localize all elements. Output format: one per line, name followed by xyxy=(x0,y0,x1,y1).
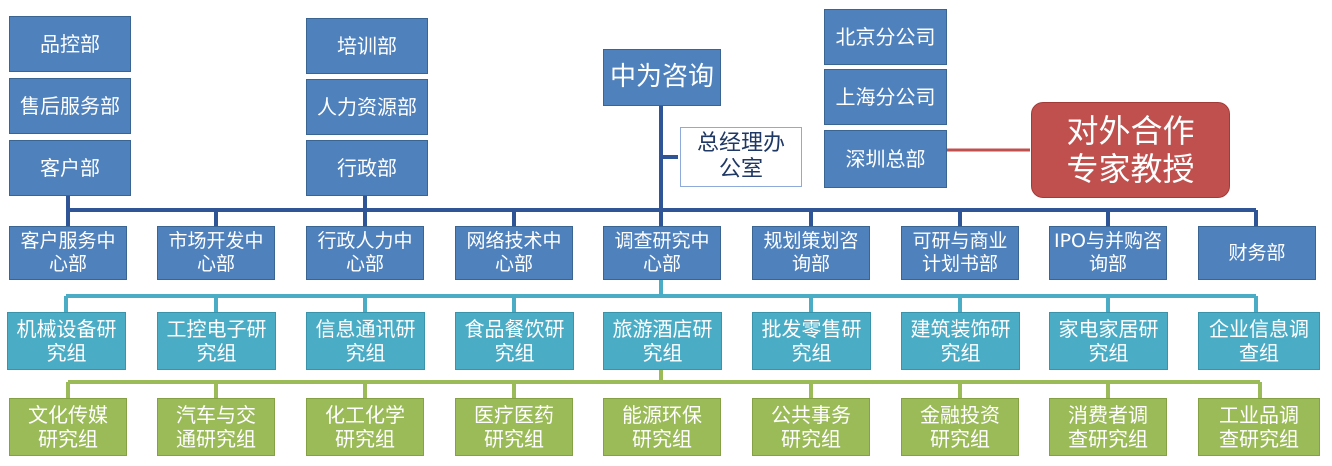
group-industrial-electronics: 工控电子研 究组 xyxy=(157,312,276,370)
group-medical: 医疗医药 研究组 xyxy=(455,398,573,456)
center-finance: 财务部 xyxy=(1198,226,1316,280)
company-root: 中为咨询 xyxy=(603,49,721,106)
dept-admin: 行政部 xyxy=(306,140,428,196)
group-finance-invest: 金融投资 研究组 xyxy=(901,398,1019,456)
group-retail: 批发零售研 究组 xyxy=(752,312,871,370)
group-tourism: 旅游酒店研 究组 xyxy=(603,312,722,370)
group-energy: 能源环保 研究组 xyxy=(603,398,721,456)
dept-training: 培训部 xyxy=(306,18,428,74)
center-feasibility: 可研与商业 计划书部 xyxy=(901,226,1019,280)
center-market-dev: 市场开发中 心部 xyxy=(157,226,275,280)
group-media: 文化传媒 研究组 xyxy=(9,398,127,456)
group-industrial-products: 工业品调 查研究组 xyxy=(1198,398,1320,456)
dept-hr: 人力资源部 xyxy=(306,79,428,135)
group-public-affairs: 公共事务 研究组 xyxy=(752,398,870,456)
center-admin-hr: 行政人力中 心部 xyxy=(306,226,424,280)
center-customer-service: 客户服务中 心部 xyxy=(9,226,127,280)
dept-quality: 品控部 xyxy=(9,16,131,72)
group-auto-transport: 汽车与交 通研究组 xyxy=(157,398,275,456)
group-construction: 建筑装饰研 究组 xyxy=(901,312,1020,370)
group-machinery: 机械设备研 究组 xyxy=(7,312,126,370)
group-consumer: 消费者调 查研究组 xyxy=(1049,398,1167,456)
group-chemical: 化工化学 研究组 xyxy=(306,398,424,456)
center-network-tech: 网络技术中 心部 xyxy=(455,226,573,280)
branch-beijing: 北京分公司 xyxy=(824,9,947,65)
group-food: 食品餐饮研 究组 xyxy=(455,312,574,370)
dept-after-sales: 售后服务部 xyxy=(9,78,131,134)
group-home-appliance: 家电家居研 究组 xyxy=(1049,312,1168,370)
branch-shanghai: 上海分公司 xyxy=(824,69,947,125)
center-ipo-ma: IPO与并购咨 询部 xyxy=(1049,226,1167,280)
dept-customer: 客户部 xyxy=(9,140,131,196)
external-partner: 对外合作 专家教授 xyxy=(1031,102,1230,198)
gm-office: 总经理办 公室 xyxy=(680,127,802,187)
group-telecom: 信息通讯研 究组 xyxy=(306,312,425,370)
branch-shenzhen: 深圳总部 xyxy=(824,130,947,188)
center-research: 调查研究中 心部 xyxy=(603,226,721,280)
group-enterprise-info: 企业信息调 查组 xyxy=(1198,312,1320,370)
center-planning: 规划策划咨 询部 xyxy=(752,226,870,280)
